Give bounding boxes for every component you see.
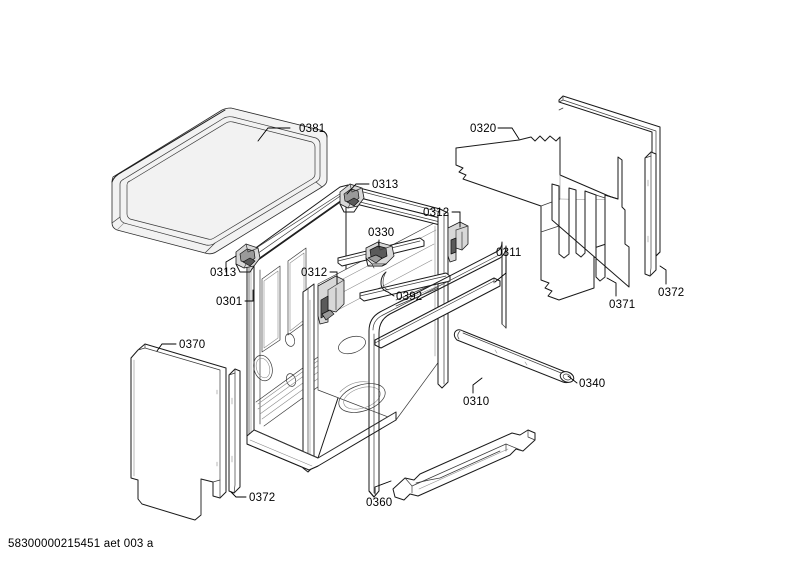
callout-label-0360: 0360 [366,497,392,509]
callout-label-0320: 0320 [470,123,496,135]
callout-label-0313-top: 0313 [372,179,398,191]
callout-label-0372-right: 0372 [658,287,684,299]
callout-label-0312-center: 0312 [301,267,327,279]
part-0370-side-panel-left [130,343,227,521]
callout-0313-left: 0313 [210,255,237,279]
part-0330-door-latch-module [366,241,395,269]
callout-0340: 0340 [567,375,605,390]
callout-0330: 0330 [368,227,394,248]
callout-label-0340: 0340 [579,378,605,390]
callout-0392: 0392 [387,291,422,303]
callout-0381: 0381 [257,123,325,142]
leader-line-0313-top [346,183,370,195]
callout-0371: 0371 [606,277,635,311]
callout-label-0371: 0371 [609,299,635,311]
part-0313-hinge-bracket-left [236,243,261,272]
leader-line-0370 [156,343,177,352]
part-0340-support-strut-rod [453,329,575,384]
callout-0310: 0310 [463,377,489,408]
callout-0360: 0360 [366,480,392,509]
callout-label-0381: 0381 [299,123,325,135]
callout-label-0301: 0301 [216,296,242,308]
leader-line-0340 [567,375,578,384]
leader-line-0372-right [659,265,667,285]
callout-0312-right: 0312 [423,207,461,228]
callout-label-0313-left: 0313 [210,267,236,279]
leader-line-0372-left [230,491,247,498]
callout-layer: 0381 0313 0312 0330 0320 0311 0371 0372 0313 0312… [156,123,684,509]
leader-line-0312-center [329,271,338,285]
callout-label-0370: 0370 [179,339,205,351]
callout-0372-left: 0372 [230,491,275,504]
callout-0313-top: 0313 [346,179,398,195]
callout-label-0312-right: 0312 [423,207,449,219]
callout-0370: 0370 [156,339,205,352]
callout-0311: 0311 [494,247,522,283]
part-0312-lock-bracket-center [317,275,345,325]
callout-label-0330: 0330 [368,227,394,239]
callout-label-0392: 0392 [396,291,422,303]
leader-line-0371 [606,277,617,297]
part-0392-tension-spring-hook [381,272,388,292]
leader-line-0301 [244,289,254,302]
part-0312-lock-bracket-right [447,221,469,263]
callout-0320: 0320 [470,123,520,140]
leader-line-0320 [497,127,520,140]
callout-0372-right: 0372 [658,265,684,299]
leader-line-0381 [257,127,291,142]
part-0381-top-worktop-panel [112,107,327,255]
callout-0312-center: 0312 [301,267,338,285]
part-0372-side-trim-strip-right [644,151,657,277]
callout-label-0372-left: 0372 [249,492,275,504]
part-0360-base-plinth-cover [392,429,536,501]
part-0372-side-trim-strip-left [228,368,241,494]
leader-line-0392 [387,291,395,297]
callout-0301: 0301 [216,289,254,308]
callout-label-0310: 0310 [463,396,489,408]
part-0310-door-seal-frame [369,242,506,497]
leader-line-0312-right [451,211,461,228]
part-0311-seal-retainer-rail [374,277,501,349]
leader-line-0313-left [225,255,237,273]
callout-label-0311: 0311 [496,247,522,259]
leader-line-0360 [374,480,392,495]
leader-line-0310 [472,377,483,394]
part-0301-inner-tub-cabinet [246,184,453,473]
leader-line-0311 [494,259,507,283]
drawing-number-caption: 58300000215451 aet 003 a [8,538,154,550]
